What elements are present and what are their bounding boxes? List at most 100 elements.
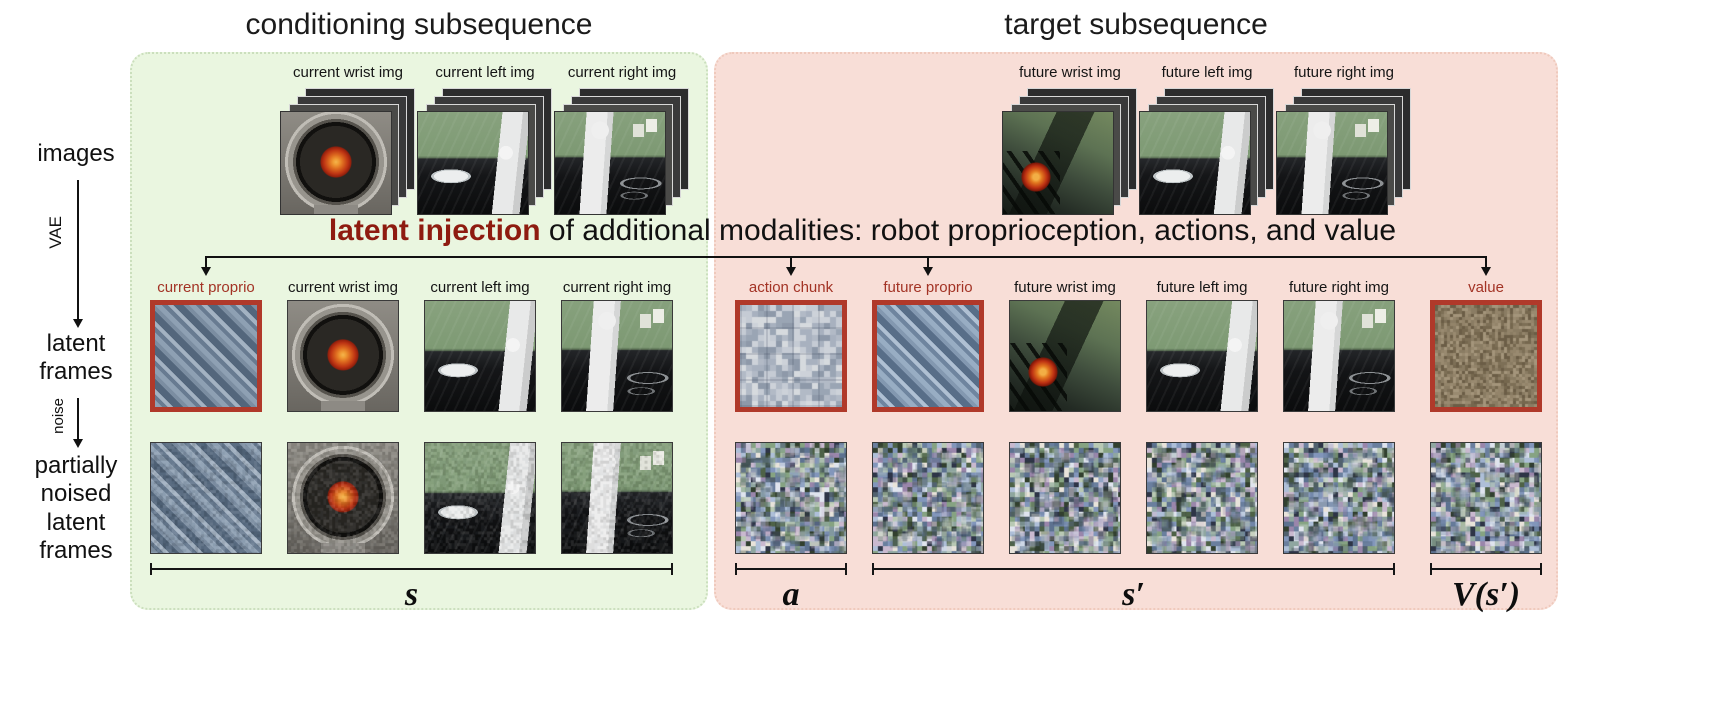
label-current-right-latent: current right img: [551, 279, 683, 296]
noise-overlay: [151, 443, 261, 553]
rgb-noise-texture: [1284, 443, 1394, 553]
right-camera-scene: [562, 301, 672, 411]
label-images: images: [12, 140, 140, 168]
rgb-noise-texture: [873, 443, 983, 553]
stack-current-right: [555, 86, 689, 214]
tile-future-left-latent: [1146, 300, 1258, 412]
bracket-a: [735, 568, 847, 570]
label-current-right-stack: current right img: [547, 64, 697, 81]
math-label-value: V(s′): [1430, 576, 1542, 614]
injection-drop-future-proprio: [927, 256, 929, 268]
left-camera-scene: [1147, 301, 1257, 411]
tile-current-wrist-latent: [287, 300, 399, 412]
future-wrist-camera-scene: [1010, 301, 1120, 411]
tile-noised-future-wrist: [1009, 442, 1121, 554]
stack-future-right: [1277, 86, 1411, 214]
wrist-camera-scene: [281, 112, 391, 214]
label-current-wrist-latent: current wrist img: [277, 279, 409, 296]
header-target: target subsequence: [714, 8, 1558, 42]
left-camera-scene: [425, 301, 535, 411]
injection-caption: latent injection of additional modalitie…: [0, 214, 1725, 248]
label-action-chunk: action chunk: [725, 279, 857, 296]
label-future-wrist-stack: future wrist img: [995, 64, 1145, 81]
label-latent-frames: latent frames: [12, 330, 140, 387]
tile-noised-current-right: [561, 442, 673, 554]
label-current-left-latent: current left img: [414, 279, 546, 296]
wrist-camera-scene: [288, 301, 398, 411]
right-camera-scene: [555, 112, 665, 214]
tile-noised-action: [735, 442, 847, 554]
current-left-image: [418, 112, 528, 214]
math-label-s-prime: s′: [872, 576, 1395, 614]
tile-noised-current-wrist: [287, 442, 399, 554]
label-value: value: [1420, 279, 1552, 296]
tile-future-right-latent: [1283, 300, 1395, 412]
arrowhead-icon: [201, 267, 211, 276]
tile-noised-value: [1430, 442, 1542, 554]
tile-noised-future-right: [1283, 442, 1395, 554]
tile-noised-future-proprio: [872, 442, 984, 554]
label-future-left-stack: future left img: [1132, 64, 1282, 81]
left-camera-scene: [1140, 112, 1250, 214]
tile-noised-current-proprio: [150, 442, 262, 554]
future-right-image: [1277, 112, 1387, 214]
current-right-image: [555, 112, 665, 214]
injection-rest: of additional modalities: robot proprioc…: [541, 214, 1397, 247]
injection-arrow-line: [206, 256, 1486, 258]
action-grid-overlay: [740, 305, 842, 407]
noise-overlay: [425, 443, 535, 553]
label-future-right-latent: future right img: [1273, 279, 1405, 296]
tile-value: [1430, 300, 1542, 412]
label-future-wrist-latent: future wrist img: [999, 279, 1131, 296]
value-texture: [1435, 305, 1537, 407]
arrowhead-icon: [786, 267, 796, 276]
rgb-noise-texture: [1147, 443, 1257, 553]
tile-current-proprio: [150, 300, 262, 412]
bracket-s: [150, 568, 673, 570]
tile-future-proprio: [872, 300, 984, 412]
label-current-left-stack: current left img: [410, 64, 560, 81]
label-future-left-latent: future left img: [1136, 279, 1268, 296]
tile-future-wrist-latent: [1009, 300, 1121, 412]
stack-future-wrist: [1003, 86, 1137, 214]
header-conditioning: conditioning subsequence: [130, 8, 708, 42]
rgb-noise-texture: [1010, 443, 1120, 553]
injection-drop-action-chunk: [790, 256, 792, 268]
right-camera-scene: [1277, 112, 1387, 214]
arrowhead-icon: [73, 319, 83, 328]
tile-current-right-latent: [561, 300, 673, 412]
future-left-image: [1140, 112, 1250, 214]
tile-noised-future-left: [1146, 442, 1258, 554]
injection-highlight: latent injection: [329, 214, 541, 247]
current-wrist-image: [281, 112, 391, 214]
noise-overlay: [288, 443, 398, 553]
future-wrist-image: [1003, 112, 1113, 214]
noise-overlay: [562, 443, 672, 553]
label-future-proprio: future proprio: [862, 279, 994, 296]
tile-current-left-latent: [424, 300, 536, 412]
bracket-value: [1430, 568, 1542, 570]
stack-current-wrist: [281, 86, 415, 214]
arrowhead-icon: [923, 267, 933, 276]
proprio-latent-texture: [155, 305, 257, 407]
label-noise: noise: [50, 398, 67, 434]
label-noised-frames: partially noised latent frames: [6, 452, 146, 565]
bracket-s-prime: [872, 568, 1395, 570]
right-camera-scene: [1284, 301, 1394, 411]
injection-drop-current-proprio: [205, 256, 207, 268]
label-current-wrist-stack: current wrist img: [273, 64, 423, 81]
injection-drop-value: [1485, 256, 1487, 268]
rgb-noise-texture: [1431, 443, 1541, 553]
left-camera-scene: [418, 112, 528, 214]
rgb-noise-texture: [736, 443, 846, 553]
arrowhead-icon: [73, 439, 83, 448]
label-current-proprio: current proprio: [140, 279, 272, 296]
tile-action-chunk: [735, 300, 847, 412]
arrowhead-icon: [1481, 267, 1491, 276]
noise-arrow: [77, 398, 79, 440]
math-label-a: a: [735, 576, 847, 614]
math-label-s: s: [150, 576, 673, 614]
stack-future-left: [1140, 86, 1274, 214]
proprio-latent-texture: [877, 305, 979, 407]
